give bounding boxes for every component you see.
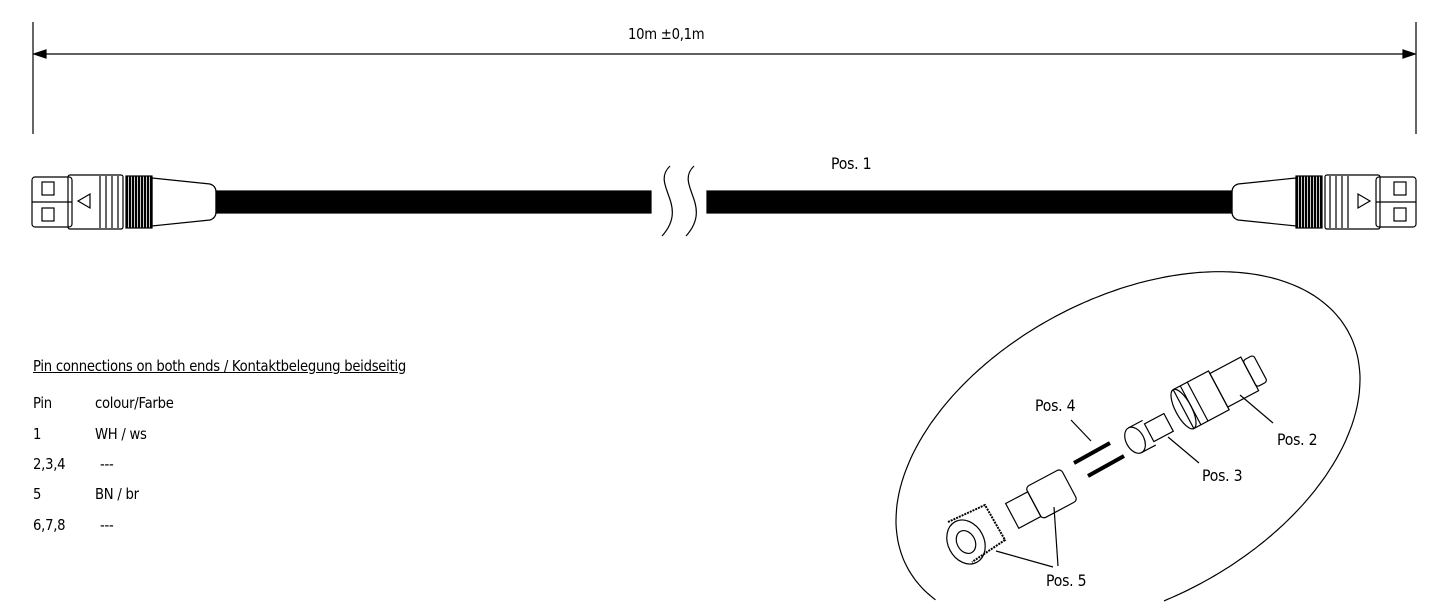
leader-lines [995,394,1274,568]
pin-cell: 5 [33,485,42,503]
colour-cell: WH / ws [95,425,147,443]
housing-part [1170,355,1267,430]
clamp-part [1004,469,1077,530]
right-connector [1231,174,1417,230]
pin-header: Pin [33,394,52,412]
pin-cell: 1 [33,425,42,443]
left-connector [31,174,217,230]
colour-cell: --- [100,455,114,473]
colour-cell: --- [100,516,114,534]
pin-cell: 2,3,4 [33,455,66,473]
contact-pin [1087,454,1125,478]
dimension-line [32,22,1417,134]
pin-table-heading: Pin connections on both ends / Kontaktbe… [33,357,407,375]
pos5-label: Pos. 5 [1046,571,1087,590]
cable [215,165,1233,237]
colour-header: colour/Farbe [95,394,174,412]
pos4-label: Pos. 4 [1035,396,1076,415]
nut-part [946,503,1007,565]
pos3-label: Pos. 3 [1202,466,1243,485]
contact-pin [1073,441,1111,465]
exploded-view [895,271,1361,602]
cable-position-label: Pos. 1 [831,154,872,173]
length-dimension-label: 10m ±0,1m [628,25,705,43]
pos2-label: Pos. 2 [1277,430,1318,449]
pin-cell: 6,7,8 [33,516,66,534]
insert-part [1124,412,1175,454]
colour-cell: BN / br [95,485,139,503]
detail-ellipse [895,271,1361,602]
